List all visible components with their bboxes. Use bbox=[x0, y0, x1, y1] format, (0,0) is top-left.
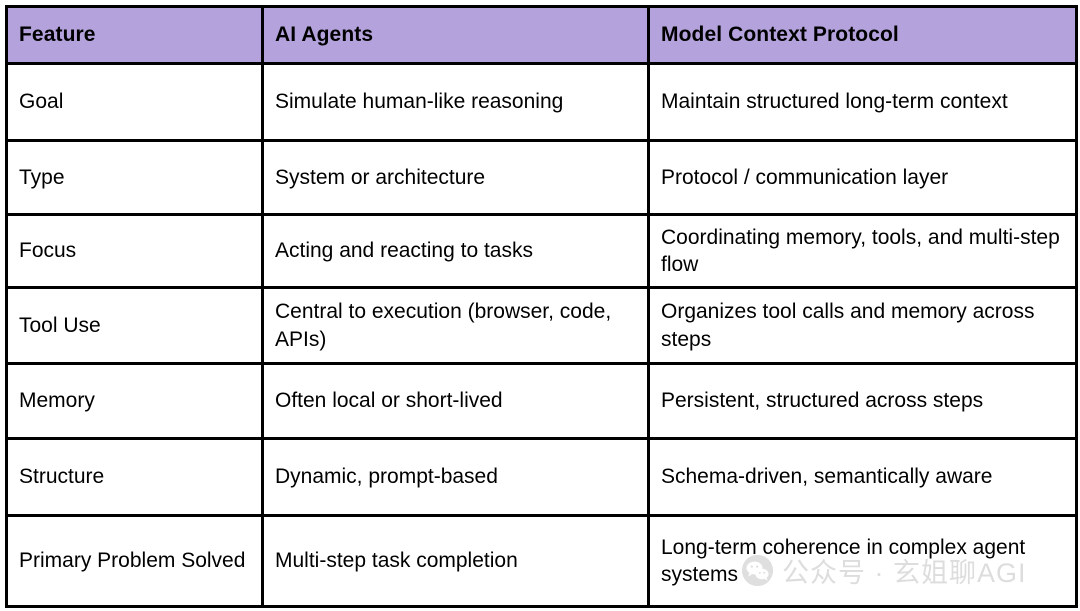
comparison-table-container: Feature AI Agents Model Context Protocol… bbox=[5, 5, 1078, 608]
cell-ai-agents: Dynamic, prompt-based bbox=[261, 437, 650, 517]
cell-mcp: Maintain structured long-term context bbox=[647, 62, 1078, 142]
column-header-ai-agents: AI Agents bbox=[261, 5, 650, 65]
cell-ai-agents: Acting and reacting to tasks bbox=[261, 213, 650, 289]
table-row: Primary Problem Solved Multi-step task c… bbox=[5, 514, 1078, 608]
cell-ai-agents: System or architecture bbox=[261, 139, 650, 216]
cell-ai-agents: Simulate human-like reasoning bbox=[261, 62, 650, 142]
table-header-row: Feature AI Agents Model Context Protocol bbox=[5, 5, 1078, 65]
cell-ai-agents: Multi-step task completion bbox=[261, 514, 650, 608]
cell-mcp: Long-term coherence in complex agent sys… bbox=[647, 514, 1078, 608]
table-row: Type System or architecture Protocol / c… bbox=[5, 139, 1078, 216]
feature-comparison-table: Feature AI Agents Model Context Protocol… bbox=[5, 5, 1078, 608]
cell-mcp: Persistent, structured across steps bbox=[647, 362, 1078, 440]
table-row: Structure Dynamic, prompt-based Schema-d… bbox=[5, 437, 1078, 517]
cell-feature: Memory bbox=[5, 362, 264, 440]
table-row: Goal Simulate human-like reasoning Maint… bbox=[5, 62, 1078, 142]
column-header-feature: Feature bbox=[5, 5, 264, 65]
cell-mcp: Organizes tool calls and memory across s… bbox=[647, 286, 1078, 365]
cell-feature: Structure bbox=[5, 437, 264, 517]
table-header: Feature AI Agents Model Context Protocol bbox=[5, 5, 1078, 65]
column-header-model-context-protocol: Model Context Protocol bbox=[647, 5, 1078, 65]
cell-feature: Goal bbox=[5, 62, 264, 142]
cell-mcp: Schema-driven, semantically aware bbox=[647, 437, 1078, 517]
cell-feature: Focus bbox=[5, 213, 264, 289]
cell-mcp: Protocol / communication layer bbox=[647, 139, 1078, 216]
cell-ai-agents: Often local or short-lived bbox=[261, 362, 650, 440]
cell-feature: Type bbox=[5, 139, 264, 216]
cell-feature: Primary Problem Solved bbox=[5, 514, 264, 608]
table-row: Memory Often local or short-lived Persis… bbox=[5, 362, 1078, 440]
table-row: Focus Acting and reacting to tasks Coord… bbox=[5, 213, 1078, 289]
cell-feature: Tool Use bbox=[5, 286, 264, 365]
cell-ai-agents: Central to execution (browser, code, API… bbox=[261, 286, 650, 365]
table-body: Goal Simulate human-like reasoning Maint… bbox=[5, 62, 1078, 608]
table-row: Tool Use Central to execution (browser, … bbox=[5, 286, 1078, 365]
cell-mcp: Coordinating memory, tools, and multi-st… bbox=[647, 213, 1078, 289]
